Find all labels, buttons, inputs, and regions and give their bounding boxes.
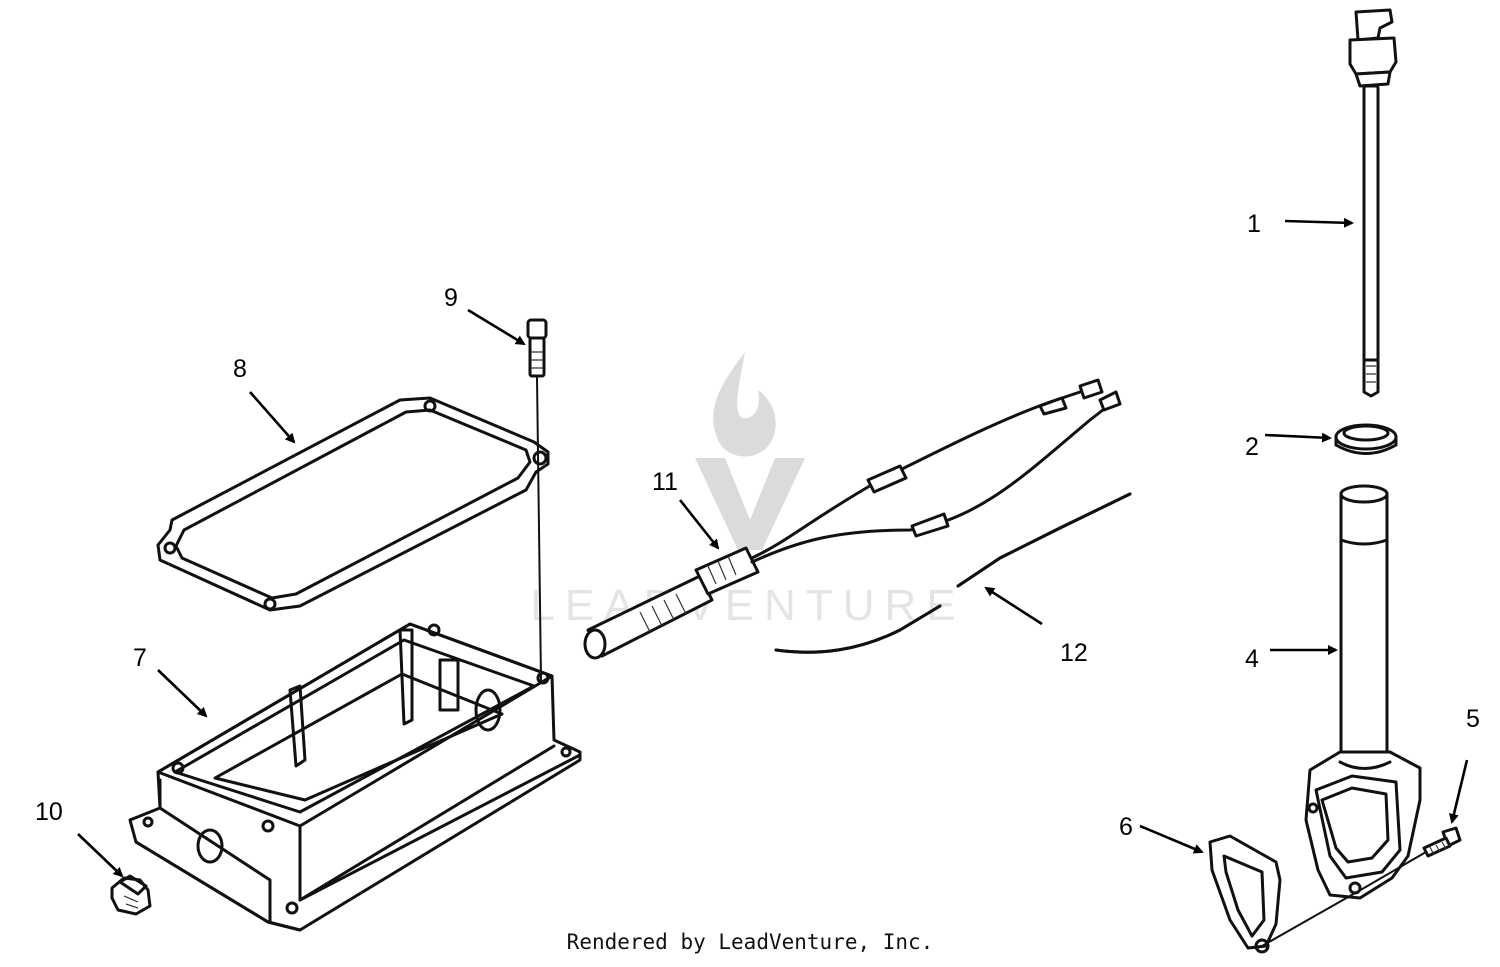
svg-text:8: 8 (233, 355, 247, 383)
svg-text:11: 11 (652, 468, 678, 496)
callout-10[interactable]: 10 (35, 798, 124, 878)
part-11-sensor-harness[interactable] (583, 378, 1122, 660)
callout-4[interactable]: 4 (1245, 645, 1338, 673)
callout-8[interactable]: 8 (233, 355, 296, 444)
credit-text: Rendered by LeadVenture, Inc. (566, 930, 934, 954)
watermark-text: LEADVENTURE (530, 581, 965, 630)
watermark: LEADVENTURE (530, 352, 965, 630)
part-9-bolt[interactable] (526, 318, 548, 378)
part-6-gasket[interactable] (1208, 834, 1282, 954)
part-7-oil-pan[interactable] (128, 622, 582, 932)
assembly-line-9-7 (536, 377, 542, 681)
callout-1[interactable]: 1 (1247, 210, 1354, 238)
callout-11[interactable]: 11 (652, 468, 720, 550)
part-2-seal-ring[interactable] (1334, 423, 1398, 455)
svg-text:4: 4 (1245, 645, 1259, 673)
part-8-gasket[interactable] (156, 396, 550, 612)
svg-text:7: 7 (133, 644, 147, 672)
callout-5[interactable]: 5 (1449, 705, 1480, 824)
svg-text:12: 12 (1060, 639, 1088, 667)
assembly-line-5-6 (1261, 851, 1427, 947)
part-12-hoses[interactable] (774, 492, 1132, 654)
callout-9[interactable]: 9 (444, 284, 526, 346)
part-5-bolt[interactable] (1422, 826, 1462, 858)
svg-text:10: 10 (35, 798, 63, 826)
callouts: 1 2 4 5 6 7 8 9 (35, 210, 1480, 878)
svg-text:6: 6 (1119, 813, 1133, 841)
part-4-dipstick-tube[interactable] (1304, 484, 1422, 900)
svg-text:9: 9 (444, 284, 458, 312)
callout-12[interactable]: 12 (984, 586, 1088, 667)
callout-6[interactable]: 6 (1119, 813, 1204, 854)
svg-text:2: 2 (1245, 433, 1259, 461)
svg-text:1: 1 (1247, 210, 1261, 238)
callout-7[interactable]: 7 (133, 644, 208, 718)
svg-text:5: 5 (1466, 705, 1480, 733)
part-10-drain-plug[interactable] (110, 874, 152, 916)
callout-2[interactable]: 2 (1245, 432, 1332, 461)
part-1-dipstick[interactable] (1348, 8, 1398, 398)
